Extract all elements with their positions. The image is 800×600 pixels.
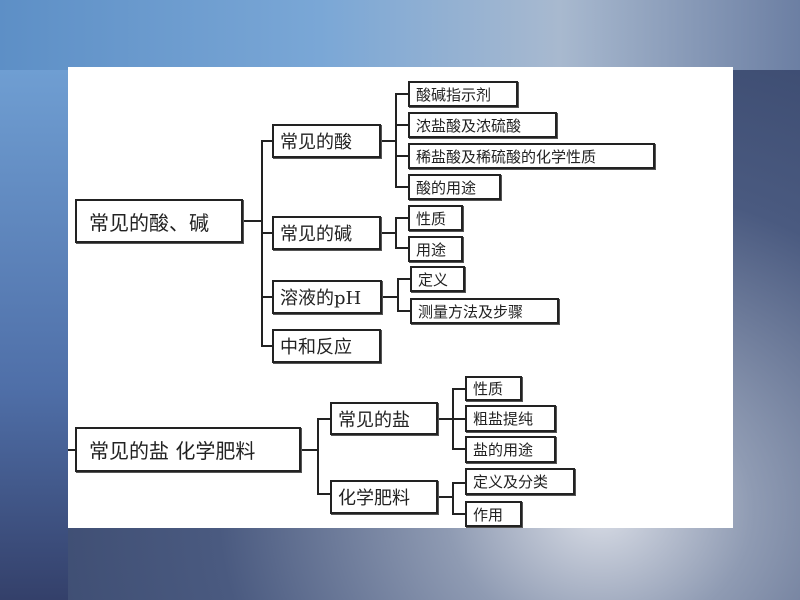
connector — [261, 345, 273, 347]
connector — [395, 247, 409, 249]
leaf-node: 盐的用途 — [465, 436, 556, 463]
leaf-node: 测量方法及步骤 — [410, 298, 559, 324]
leaf-node: 作用 — [465, 501, 522, 527]
connector — [395, 155, 409, 157]
connector — [395, 217, 409, 219]
node-common-salts: 常见的盐 — [330, 402, 438, 435]
connector — [261, 140, 263, 346]
leaf-node: 酸碱指示剂 — [408, 81, 518, 107]
connector — [395, 217, 397, 248]
connector — [261, 232, 273, 234]
connector — [261, 140, 273, 142]
connector — [452, 482, 454, 514]
connector — [317, 418, 331, 420]
connector — [381, 296, 398, 298]
node-solution-ph: 溶液的pH — [272, 280, 382, 314]
connector — [397, 278, 411, 280]
connector — [261, 296, 273, 298]
leaf-node: 粗盐提纯 — [465, 405, 556, 432]
connector — [397, 310, 411, 312]
node-common-bases: 常见的碱 — [272, 216, 381, 250]
background-left — [0, 70, 68, 600]
connector — [380, 140, 396, 142]
leaf-node: 浓盐酸及浓硫酸 — [408, 112, 557, 138]
background-top — [0, 0, 800, 70]
connector — [452, 388, 466, 390]
node-chemical-fertilizers: 化学肥料 — [330, 480, 438, 514]
connector — [452, 418, 466, 420]
leaf-node: 用途 — [408, 236, 463, 262]
connector — [380, 232, 396, 234]
connector — [317, 418, 319, 494]
leaf-node: 定义 — [410, 266, 465, 292]
leaf-node: 酸的用途 — [408, 174, 501, 200]
leaf-node: 性质 — [408, 205, 463, 231]
node-common-acids: 常见的酸 — [272, 124, 381, 158]
connector — [300, 449, 318, 451]
root-node-salts-fertilizers: 常见的盐 化学肥料 — [75, 427, 301, 472]
root-node-acids-bases: 常见的酸、碱 — [75, 199, 243, 243]
connector — [395, 124, 409, 126]
leaf-node: 定义及分类 — [465, 468, 575, 495]
connector — [317, 493, 331, 495]
connector — [452, 513, 466, 515]
connector — [242, 220, 262, 222]
connector — [437, 496, 453, 498]
node-neutralization: 中和反应 — [272, 329, 381, 363]
connector — [395, 93, 409, 95]
connector — [395, 93, 397, 187]
connector — [452, 482, 466, 484]
connector — [437, 418, 453, 420]
connector — [452, 448, 466, 450]
connector — [397, 278, 399, 311]
connector — [68, 449, 76, 451]
leaf-node: 稀盐酸及稀硫酸的化学性质 — [408, 143, 655, 169]
connector — [395, 186, 409, 188]
leaf-node: 性质 — [465, 376, 522, 401]
